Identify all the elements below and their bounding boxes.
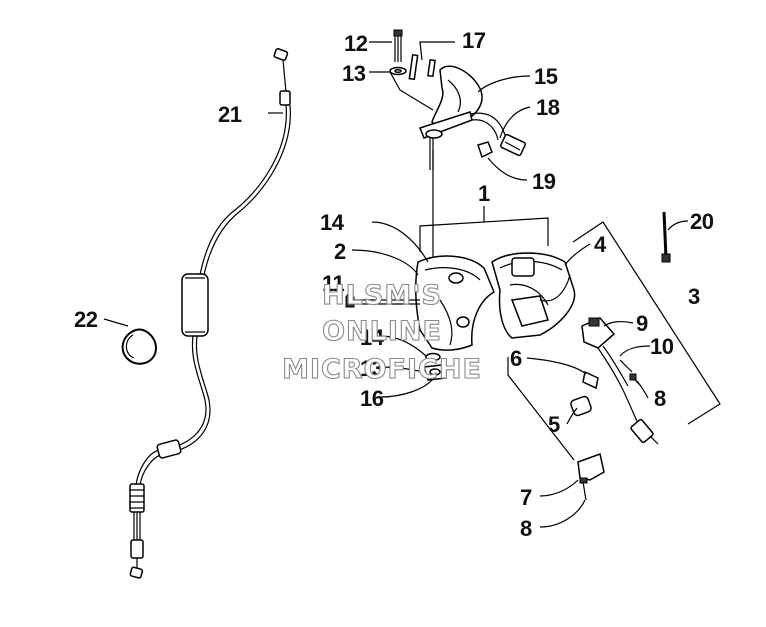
callout-8-bottom: 8 (520, 516, 532, 541)
callout-21: 21 (218, 102, 242, 127)
callout-16: 16 (360, 386, 384, 411)
callout-19: 19 (532, 169, 556, 194)
callout-3: 3 (688, 284, 700, 309)
callout-14-top: 14 (320, 210, 345, 235)
switch-housing (491, 252, 576, 339)
callout-5: 5 (548, 412, 560, 437)
throttle-housing (345, 150, 495, 381)
callout-15: 15 (534, 64, 558, 89)
callout-1: 1 (478, 181, 490, 206)
callout-7: 7 (520, 485, 532, 510)
throttle-cable (129, 48, 291, 579)
callout-18: 18 (536, 95, 560, 120)
callout-8-right: 8 (654, 386, 666, 411)
watermark: HLSM'S ONLINE MICROFICHE (282, 279, 482, 385)
cable-tie (121, 328, 157, 365)
throttle-lever (419, 65, 527, 170)
callout-13-bottom: 13 (360, 356, 384, 381)
callout-13-top: 13 (342, 61, 366, 86)
pin-20 (661, 211, 671, 263)
callout-22: 22 (74, 307, 98, 332)
callout-2: 2 (334, 239, 346, 264)
callout-11: 11 (322, 271, 345, 296)
kill-switch (581, 317, 659, 445)
watermark-line-2: ONLINE (322, 316, 442, 347)
callout-9: 9 (636, 311, 648, 336)
callout-14-bottom: 14 (360, 325, 385, 350)
callout-labels: 12 13 17 15 18 19 21 22 20 1 14 2 4 3 11… (74, 28, 714, 541)
watermark-line-1: HLSM'S (322, 280, 442, 311)
callout-12: 12 (344, 31, 368, 56)
top-hardware (389, 29, 436, 81)
callout-20: 20 (690, 209, 714, 234)
callout-17: 17 (462, 28, 486, 53)
small-parts (570, 370, 642, 501)
callout-6: 6 (510, 346, 522, 371)
callout-10: 10 (650, 334, 674, 359)
callout-4: 4 (594, 232, 607, 257)
watermark-line-3: MICROFICHE (282, 354, 482, 385)
leader-lines (103, 41, 721, 528)
